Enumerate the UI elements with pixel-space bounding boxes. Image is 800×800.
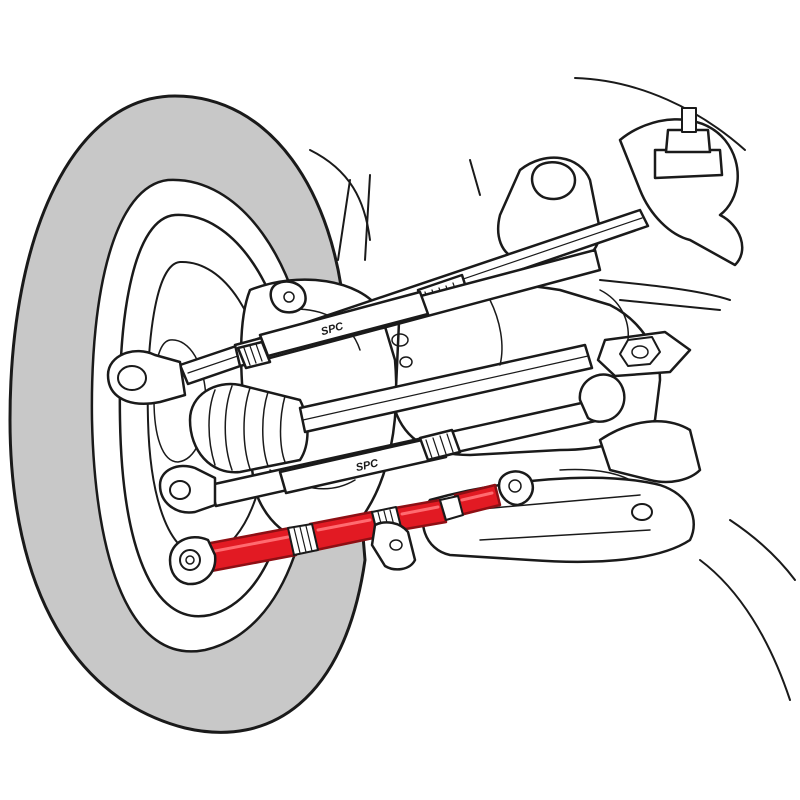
lower-arm-logo: SPC [355, 457, 381, 474]
upper-toe-link: SPC [233, 248, 602, 370]
red-link-inner-bushing [497, 470, 535, 507]
red-link-bracket [370, 521, 417, 571]
detail-linework [391, 289, 631, 481]
lower-link-outer-bushing [158, 464, 217, 514]
rear-bracket [598, 420, 702, 484]
highlighted-adjustable-link [168, 470, 535, 586]
upper-link-inner-bushing [530, 161, 577, 201]
lower-control-arm-plate [421, 476, 695, 564]
upper-mount-stud [653, 107, 724, 180]
frame-bolt-hole [631, 503, 653, 521]
drive-axle [188, 343, 594, 474]
body-outline [309, 77, 796, 701]
lower-link-inner-end [578, 373, 626, 423]
lower-toe-link: SPC [158, 373, 626, 514]
red-link-shine [208, 491, 494, 554]
cv-boot [188, 382, 309, 474]
mount-nut [596, 330, 692, 378]
